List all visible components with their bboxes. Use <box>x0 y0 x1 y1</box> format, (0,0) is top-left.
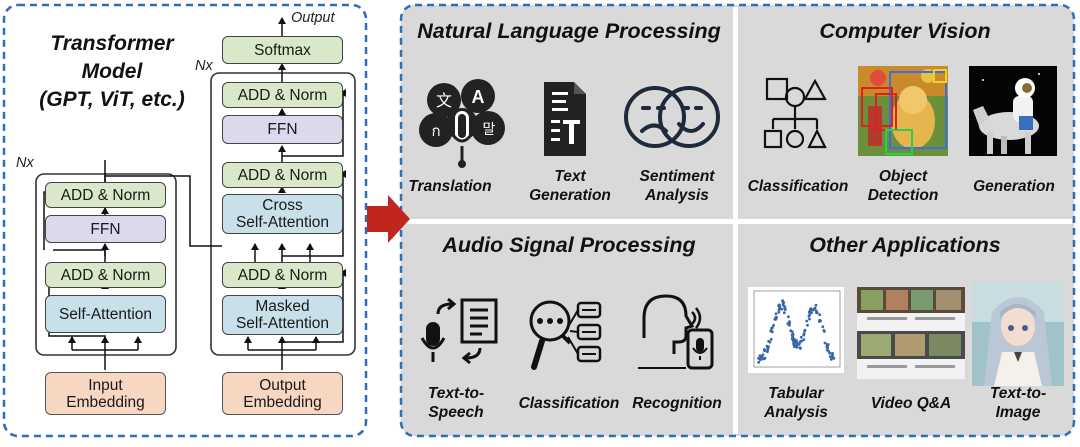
generated-astronaut-image <box>969 66 1057 156</box>
decoder-add-norm-cross: ADD & Norm <box>222 162 343 188</box>
cross-self-attention: Cross Self-Attention <box>222 194 343 234</box>
audio-panel-title: Audio Signal Processing <box>442 233 696 257</box>
cv-item-label-2: Generation <box>973 178 1055 195</box>
video-frames-image <box>857 287 965 379</box>
encoder-add-norm-top: ADD & Norm <box>45 182 166 208</box>
other-panel-title: Other Applications <box>809 233 1001 257</box>
anime-portrait-image <box>972 282 1064 386</box>
nlp-panel-title: Natural Language Processing <box>417 19 721 43</box>
other-item-label-1: Video Q&A <box>870 395 952 412</box>
svg-text:말: 말 <box>483 122 496 138</box>
audio-classification-icon <box>526 297 604 380</box>
nlp-item-label-1: Text Generation <box>529 168 611 204</box>
cv-item-label-0: Classification <box>747 178 849 195</box>
other-item-label-2: Text-to- Image <box>989 385 1047 421</box>
encoder-nx-label: Nx <box>16 155 34 171</box>
cv-panel-title: Computer Vision <box>819 19 991 43</box>
scatter-plot-image <box>748 287 844 373</box>
flow-arrow <box>367 195 410 243</box>
input-embedding: Input Embedding <box>45 372 166 415</box>
sentiment-analysis-icon <box>622 84 722 155</box>
decoder-add-norm-top: ADD & Norm <box>222 82 343 108</box>
text-to-speech-icon <box>418 296 502 371</box>
speech-recognition-icon <box>634 290 718 375</box>
svg-text:A: A <box>472 87 485 107</box>
encoder-ffn: FFN <box>45 215 166 243</box>
object-detection-image <box>858 66 948 156</box>
masked-self-attention: Masked Self-Attention <box>222 295 343 335</box>
output-label: Output <box>291 10 335 26</box>
encoder-self-attention: Self-Attention <box>45 295 166 333</box>
audio-item-label-0: Text-to- Speech <box>427 385 485 421</box>
audio-item-label-2: Recognition <box>632 395 722 412</box>
text-generation-icon <box>538 80 588 163</box>
decoder-nx-label: Nx <box>195 58 213 74</box>
cv-item-label-1: Object Detection <box>867 168 939 204</box>
svg-text:ก: ก <box>431 122 440 140</box>
other-item-label-0: Tabular Analysis <box>764 385 828 421</box>
softmax-block: Softmax <box>222 36 343 64</box>
nlp-item-label-0: Translation <box>408 178 492 195</box>
encoder-add-norm-mid: ADD & Norm <box>45 262 166 288</box>
output-embedding: Output Embedding <box>222 372 343 415</box>
svg-text:文: 文 <box>436 91 452 110</box>
transformer-frame <box>2 3 368 438</box>
audio-item-label-1: Classification <box>518 395 620 412</box>
nlp-item-label-2: Sentiment Analysis <box>639 168 715 204</box>
decoder-add-norm-masked: ADD & Norm <box>222 262 343 288</box>
translation-icon: 文 A ก 말 <box>418 78 510 173</box>
transformer-title: Transformer Model (GPT, ViT, etc.) <box>39 32 185 111</box>
shapes-classification-icon <box>761 75 829 162</box>
decoder-ffn: FFN <box>222 115 343 144</box>
